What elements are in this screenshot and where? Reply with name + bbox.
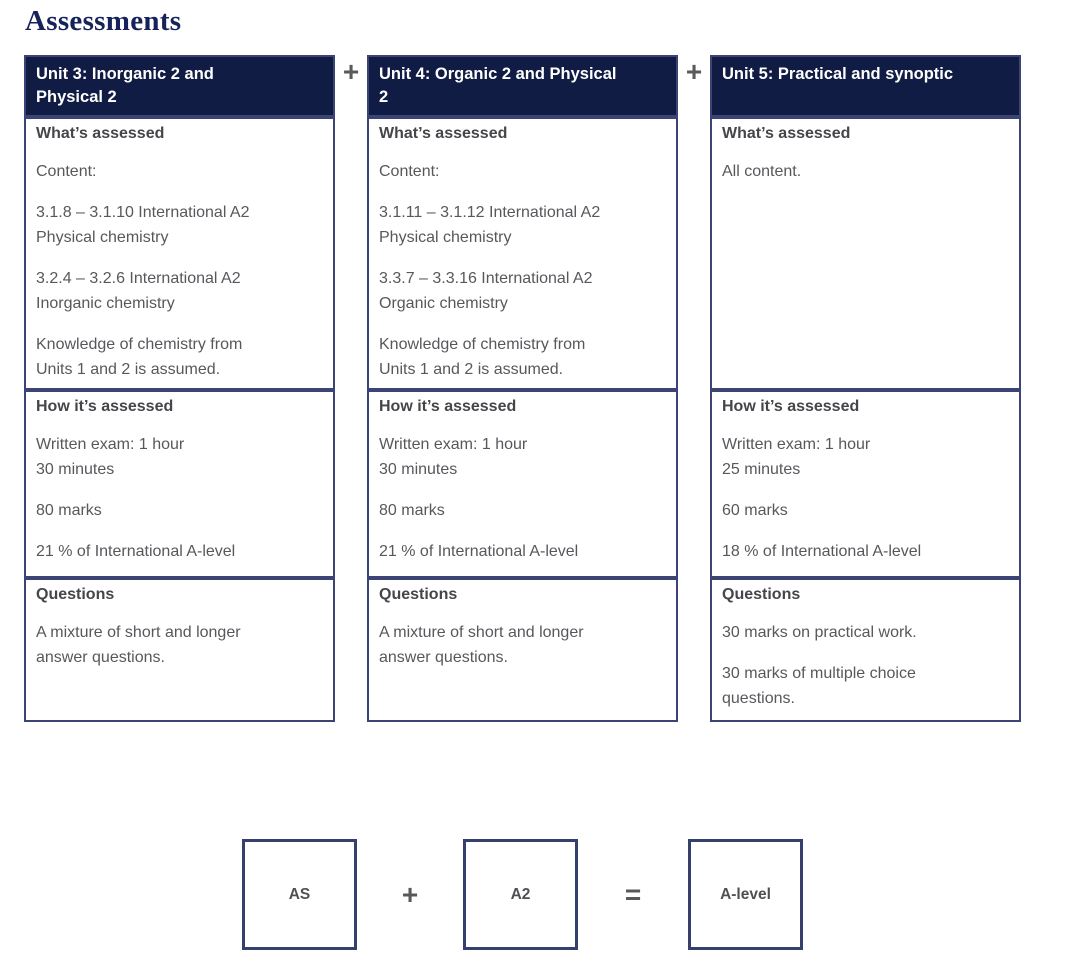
unit4-whats-assessed-section: What’s assessed Content: 3.1.11 – 3.1.12… [367, 117, 678, 390]
a-level-box: A-level [688, 839, 803, 950]
section-heading: How it’s assessed [379, 398, 517, 415]
qualification-formula: AS + A2 = A-level [242, 839, 803, 950]
unit3-whats-assessed-section: What’s assessed Content: 3.1.8 – 3.1.10 … [24, 117, 335, 390]
section-paragraph: 3.1.8 – 3.1.10 International A2 Physical… [36, 204, 250, 246]
section-paragraph: Written exam: 1 hour 25 minutes [722, 436, 871, 478]
unit4-card-header: Unit 4: Organic 2 and Physical 2 [367, 55, 678, 117]
section-paragraph: A mixture of short and longer answer que… [379, 624, 584, 666]
a2-box: A2 [463, 839, 578, 950]
as-box: AS [242, 839, 357, 950]
section-paragraph: 30 marks of multiple choice questions. [722, 665, 916, 707]
section-paragraph: 30 marks on practical work. [722, 624, 917, 641]
plus-operator: + [401, 878, 419, 910]
unit4-how-assessed-section: How it’s assessed Written exam: 1 hour 3… [367, 390, 678, 578]
section-paragraph: 21 % of International A-level [379, 543, 579, 560]
section-paragraph: Written exam: 1 hour 30 minutes [36, 436, 185, 478]
section-heading: How it’s assessed [36, 398, 174, 415]
equals-operator: = [624, 878, 642, 910]
section-heading: Questions [722, 586, 801, 603]
unit5-how-assessed-section: How it’s assessed Written exam: 1 hour 2… [710, 390, 1021, 578]
unit3-card-header: Unit 3: Inorganic 2 and Physical 2 [24, 55, 335, 117]
section-paragraph: 18 % of International A-level [722, 543, 922, 560]
section-heading: What’s assessed [722, 125, 851, 142]
page-title: Assessments [25, 5, 182, 37]
plus-operator: + [685, 56, 703, 87]
section-paragraph: A mixture of short and longer answer que… [36, 624, 241, 666]
unit3-questions-section: Questions A mixture of short and longer … [24, 578, 335, 722]
section-heading: Questions [379, 586, 458, 603]
section-paragraph: 80 marks [36, 502, 102, 519]
section-paragraph: Content: [36, 163, 97, 180]
section-heading: What’s assessed [379, 125, 508, 142]
section-paragraph: 21 % of International A-level [36, 543, 236, 560]
section-paragraph: Content: [379, 163, 440, 180]
unit5-questions-section: Questions 30 marks on practical work. 30… [710, 578, 1021, 722]
section-paragraph: Written exam: 1 hour 30 minutes [379, 436, 528, 478]
section-paragraph: 3.2.4 – 3.2.6 International A2 Inorganic… [36, 270, 241, 312]
unit5-card-header: Unit 5: Practical and synoptic [710, 55, 1021, 117]
section-paragraph: Knowledge of chemistry from Units 1 and … [36, 336, 243, 378]
section-paragraph: All content. [722, 163, 802, 180]
unit3-how-assessed-section: How it’s assessed Written exam: 1 hour 3… [24, 390, 335, 578]
section-heading: What’s assessed [36, 125, 165, 142]
section-heading: How it’s assessed [722, 398, 860, 415]
unit5-whats-assessed-section: What’s assessed All content. [710, 117, 1021, 390]
plus-operator: + [342, 56, 360, 87]
section-paragraph: Knowledge of chemistry from Units 1 and … [379, 336, 586, 378]
section-paragraph: 3.1.11 – 3.1.12 International A2 Physica… [379, 204, 601, 246]
section-paragraph: 3.3.7 – 3.3.16 International A2 Organic … [379, 270, 593, 312]
section-paragraph: 80 marks [379, 502, 445, 519]
unit4-questions-section: Questions A mixture of short and longer … [367, 578, 678, 722]
section-paragraph: 60 marks [722, 502, 788, 519]
section-heading: Questions [36, 586, 115, 603]
units-grid: Unit 3: Inorganic 2 and Physical 2 What’… [24, 55, 1021, 722]
